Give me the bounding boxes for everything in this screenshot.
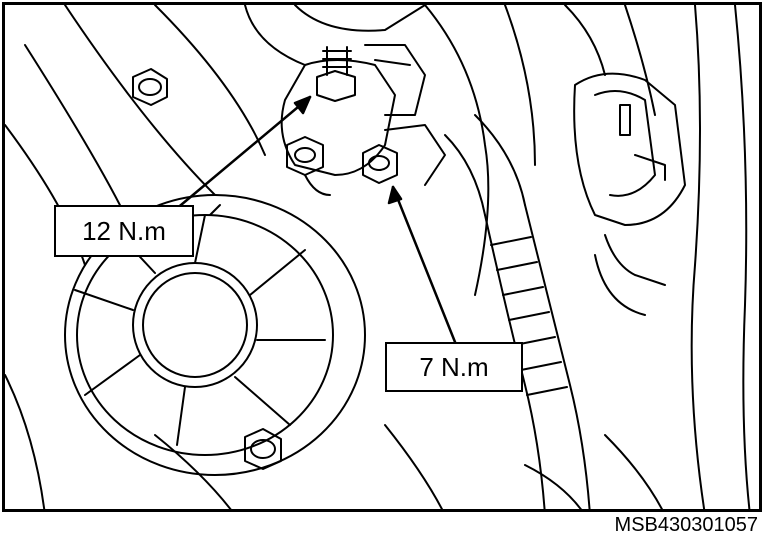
bolt-top-left — [132, 68, 168, 106]
leader-upper — [173, 95, 312, 212]
bolt-bottom — [244, 428, 282, 470]
corrugated-hose — [444, 114, 591, 509]
illustration-frame — [2, 2, 762, 512]
stud-upper — [316, 46, 356, 102]
electrical-connector — [573, 72, 686, 316]
nut-right — [362, 144, 398, 184]
figure-code: MSB430301057 — [614, 514, 758, 536]
torque-callout-lower: 7 N.m — [385, 342, 523, 392]
torque-callout-upper: 12 N.m — [54, 205, 194, 257]
engine-structure — [5, 5, 751, 509]
nut-left — [286, 136, 331, 196]
leader-lower — [387, 185, 459, 349]
engine-line-drawing — [5, 5, 751, 509]
